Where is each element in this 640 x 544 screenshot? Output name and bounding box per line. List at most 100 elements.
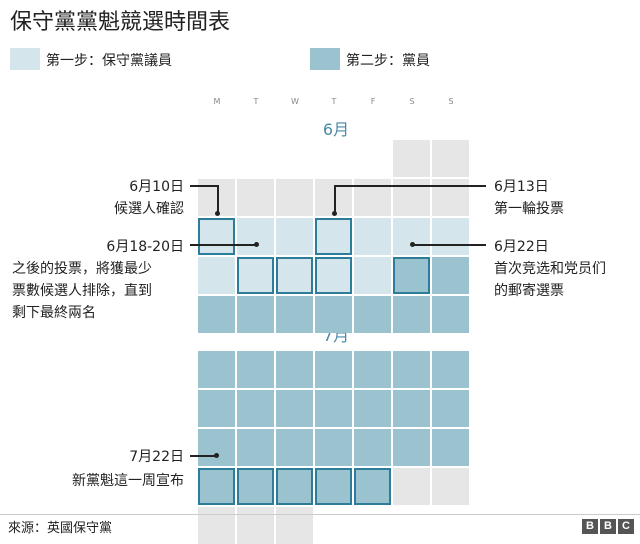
calendar-day-july	[432, 429, 469, 466]
calendar-day-july	[276, 429, 313, 466]
calendar-day-july	[315, 468, 352, 505]
calendar-day-july	[276, 390, 313, 427]
month-title-june: 6月	[322, 120, 350, 139]
legend-swatch-stage2	[310, 48, 340, 70]
annotation-leader	[190, 455, 216, 457]
annotation-dot	[332, 211, 337, 216]
annotation-text: 第一輪投票	[494, 201, 564, 217]
annotation-text: 票數候選人排除，直到	[12, 283, 152, 299]
day-header-sat: S	[409, 97, 415, 106]
calendar-day-june	[315, 257, 352, 294]
annotation-text: 新黨魁這一周宣布	[72, 473, 184, 489]
calendar-day-july	[198, 507, 235, 544]
calendar-day-june	[393, 257, 430, 294]
annotation-leader	[190, 244, 256, 246]
calendar-day-june	[432, 296, 469, 333]
calendar-day-june	[432, 218, 469, 255]
day-header-tue: T	[253, 97, 259, 106]
calendar-day-june	[276, 257, 313, 294]
calendar-day-june	[198, 257, 235, 294]
annotation-text: 候選人確認	[114, 201, 184, 217]
annotation-text: 首次竞选和党员们	[494, 261, 606, 277]
day-header-mon: M	[213, 97, 221, 106]
calendar-day-june	[237, 257, 274, 294]
annotation-date: 6月10日	[129, 179, 184, 195]
calendar-day-july	[276, 507, 313, 544]
calendar-day-july	[393, 351, 430, 388]
bbc-logo: B B C	[582, 519, 634, 534]
calendar-day-june	[237, 179, 274, 216]
bbc-logo-letter: B	[582, 519, 598, 534]
calendar-day-july	[237, 390, 274, 427]
annotation-leader	[190, 185, 218, 187]
day-header-thu: T	[331, 97, 337, 106]
bbc-logo-letter: C	[618, 519, 634, 534]
legend-label-stage1: 第一步：保守黨議員	[46, 53, 172, 69]
day-header-fri: F	[370, 97, 376, 106]
calendar-day-july	[354, 351, 391, 388]
calendar-day-july	[276, 468, 313, 505]
calendar-july	[198, 351, 474, 544]
calendar-day-july	[354, 429, 391, 466]
calendar-day-july	[315, 429, 352, 466]
calendar-day-june	[237, 218, 274, 255]
day-header-wed: W	[291, 97, 299, 106]
calendar-day-june	[237, 296, 274, 333]
annotation-dot	[410, 242, 415, 247]
calendar-day-july	[315, 351, 352, 388]
calendar-day-june	[393, 296, 430, 333]
legend-label-stage2: 第二步：黨員	[346, 53, 430, 69]
calendar-day-july	[276, 351, 313, 388]
calendar-day-july	[237, 351, 274, 388]
calendar-day-june	[432, 257, 469, 294]
annotation-text: 之後的投票，將獲最少	[12, 261, 152, 277]
calendar-day-june	[354, 257, 391, 294]
calendar-day-june	[354, 218, 391, 255]
calendar-day-july	[393, 429, 430, 466]
calendar-day-june	[198, 296, 235, 333]
calendar-day-july	[354, 468, 391, 505]
calendar-day-june	[276, 179, 313, 216]
calendar-day-july	[315, 390, 352, 427]
calendar-day-june	[315, 218, 352, 255]
calendar-day-july	[432, 468, 469, 505]
calendar-day-june	[315, 296, 352, 333]
calendar-day-june	[276, 296, 313, 333]
calendar-day-july	[198, 429, 235, 466]
calendar-day-july	[432, 390, 469, 427]
annotation-leader	[334, 185, 336, 213]
annotation-leader	[217, 185, 219, 213]
annotation-dot	[214, 453, 219, 458]
annotation-leader	[412, 244, 486, 246]
calendar-day-july	[393, 468, 430, 505]
annotation-dot	[254, 242, 259, 247]
annotation-leader	[334, 185, 486, 187]
annotation-text: 的郵寄選票	[494, 283, 564, 299]
calendar-day-june	[432, 140, 469, 177]
annotation-date: 7月22日	[129, 449, 184, 465]
calendar-day-june	[393, 140, 430, 177]
annotation-dot	[215, 211, 220, 216]
calendar-day-june	[393, 218, 430, 255]
calendar-day-june	[198, 218, 235, 255]
calendar-day-july	[237, 507, 274, 544]
annotation-date: 6月13日	[494, 179, 549, 195]
calendar-day-july	[198, 468, 235, 505]
bbc-logo-letter: B	[600, 519, 616, 534]
day-header-sun: S	[448, 97, 454, 106]
footer-source: 來源：英國保守黨	[8, 521, 113, 536]
annotation-date: 6月18-20日	[106, 239, 184, 255]
calendar-day-july	[198, 390, 235, 427]
annotation-text: 剩下最終兩名	[12, 305, 96, 321]
legend-swatch-stage1	[10, 48, 40, 70]
calendar-day-july	[354, 390, 391, 427]
calendar-day-july	[432, 351, 469, 388]
calendar-day-june	[354, 296, 391, 333]
calendar-day-july	[237, 468, 274, 505]
calendar-day-july	[393, 390, 430, 427]
footer-divider	[0, 514, 640, 515]
calendar-day-june	[276, 218, 313, 255]
calendar-day-july	[198, 351, 235, 388]
annotation-date: 6月22日	[494, 239, 549, 255]
calendar-day-july	[237, 429, 274, 466]
